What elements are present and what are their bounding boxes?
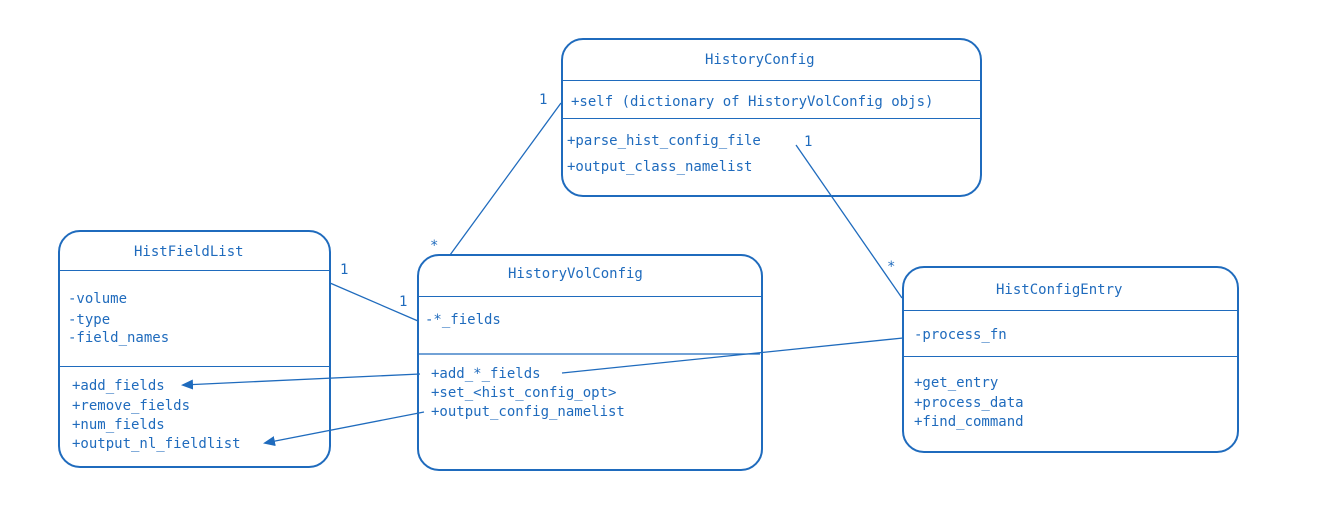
histconfigentry-attr-process-fn: -process_fn — [914, 327, 1007, 343]
multiplicity-historyconfig-hvc: 1 — [539, 92, 548, 108]
histfieldlist-attr-field-names: -field_names — [68, 330, 170, 346]
assoc-histfieldlist-historyvolconfig — [329, 282, 419, 322]
histfieldlist-attr-type: -type — [68, 312, 111, 328]
multiplicity-historyvolconfig-hc: * — [430, 238, 439, 254]
histconfigentry-divider-1 — [904, 310, 1237, 311]
arrow-output-nl-fieldlist — [263, 411, 425, 446]
link-process-fn-add-fields — [561, 337, 904, 374]
assoc-historyconfig-historyvolconfig — [449, 102, 562, 256]
class-name-histconfigentry: HistConfigEntry — [996, 282, 1123, 298]
multiplicity-historyconfig-hce: 1 — [804, 134, 813, 150]
histfieldlist-method-num-fields: +num_fields — [72, 417, 165, 433]
histfieldlist-divider-1 — [60, 270, 329, 271]
historyvolconfig-method-add-fields: +add_*_fields — [431, 366, 541, 382]
historyconfig-divider-1 — [563, 80, 980, 81]
histconfigentry-method-get-entry: +get_entry — [914, 375, 999, 391]
historyvolconfig-divider-1 — [419, 296, 761, 297]
historyvolconfig-method-output-config: +output_config_namelist — [431, 404, 625, 420]
multiplicity-historyvolconfig-hfl: 1 — [399, 294, 408, 310]
class-name-histfieldlist: HistFieldList — [134, 244, 244, 260]
histfieldlist-divider-2 — [60, 366, 329, 367]
historyvolconfig-method-set-opt: +set_<hist_config_opt> — [431, 385, 617, 401]
historyvolconfig-attr-fields: -*_fields — [425, 312, 501, 328]
multiplicity-histconfigentry-hc: * — [887, 259, 896, 275]
historyconfig-attr-self: +self (dictionary of HistoryVolConfig ob… — [571, 94, 934, 110]
historyconfig-method-parse: +parse_hist_config_file — [567, 133, 761, 149]
histfieldlist-method-add-fields: +add_fields — [72, 378, 165, 394]
histconfigentry-method-process-data: +process_data — [914, 395, 1024, 411]
class-historyvolconfig[interactable] — [417, 254, 763, 471]
histfieldlist-attr-volume: -volume — [68, 291, 128, 307]
class-name-historyconfig: HistoryConfig — [705, 52, 815, 68]
histfieldlist-method-remove-fields: +remove_fields — [72, 398, 191, 414]
class-histfieldlist[interactable] — [58, 230, 331, 468]
histconfigentry-divider-2 — [904, 356, 1237, 357]
histconfigentry-method-find-command: +find_command — [914, 414, 1024, 430]
class-histconfigentry[interactable] — [902, 266, 1239, 453]
assoc-historyconfig-histconfigentry — [795, 144, 903, 299]
historyconfig-method-output: +output_class_namelist — [567, 159, 753, 175]
histfieldlist-method-output-nl-fieldlist: +output_nl_fieldlist — [72, 436, 241, 452]
class-name-historyvolconfig: HistoryVolConfig — [508, 266, 643, 282]
multiplicity-histfieldlist-hvc: 1 — [340, 262, 349, 278]
class-historyconfig[interactable] — [561, 38, 982, 197]
arrow-add-fields — [181, 373, 421, 390]
historyconfig-divider-2 — [563, 118, 980, 119]
